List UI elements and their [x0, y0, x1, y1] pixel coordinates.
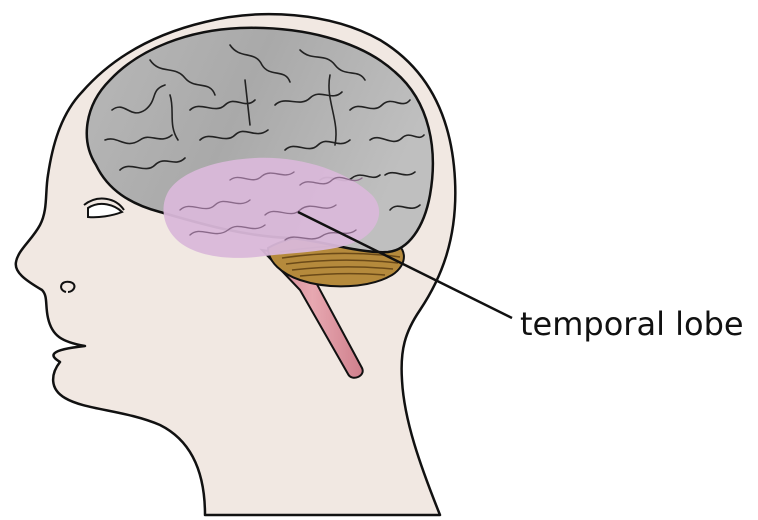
temporal-lobe-label: temporal lobe	[520, 305, 744, 343]
